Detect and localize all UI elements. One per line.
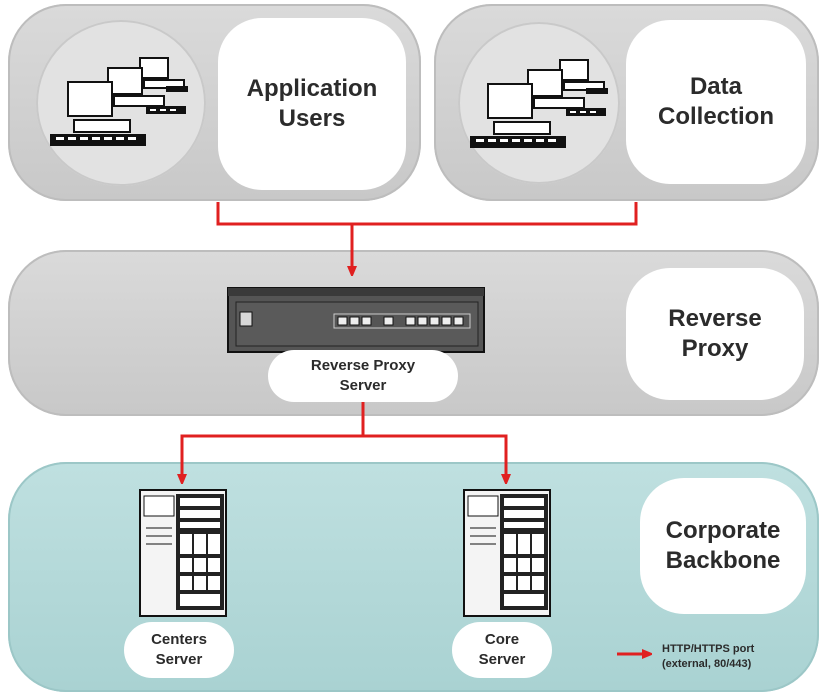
reverse-proxy-server-label: Reverse Proxy Server bbox=[268, 350, 458, 402]
centers-server-label: Centers Server bbox=[124, 622, 234, 678]
reverse-proxy-title: Reverse Proxy bbox=[626, 268, 804, 400]
data-collection-title: Data Collection bbox=[626, 20, 806, 184]
legend-label: HTTP/HTTPS port (external, 80/443) bbox=[662, 643, 755, 670]
core-server-label: Core Server bbox=[452, 622, 552, 678]
app-users-title: Application Users bbox=[218, 18, 406, 190]
wire-to-core bbox=[363, 434, 506, 480]
corporate-backbone-title: Corporate Backbone bbox=[640, 478, 806, 614]
workstations-icon bbox=[50, 57, 188, 146]
tower-server-icon bbox=[139, 489, 227, 617]
proxy-appliance-icon bbox=[227, 287, 485, 353]
workstations-icon bbox=[470, 59, 608, 148]
wire-users-to-proxy bbox=[216, 202, 638, 226]
tower-server-icon bbox=[463, 489, 551, 617]
wire-proxy-split bbox=[182, 400, 365, 480]
